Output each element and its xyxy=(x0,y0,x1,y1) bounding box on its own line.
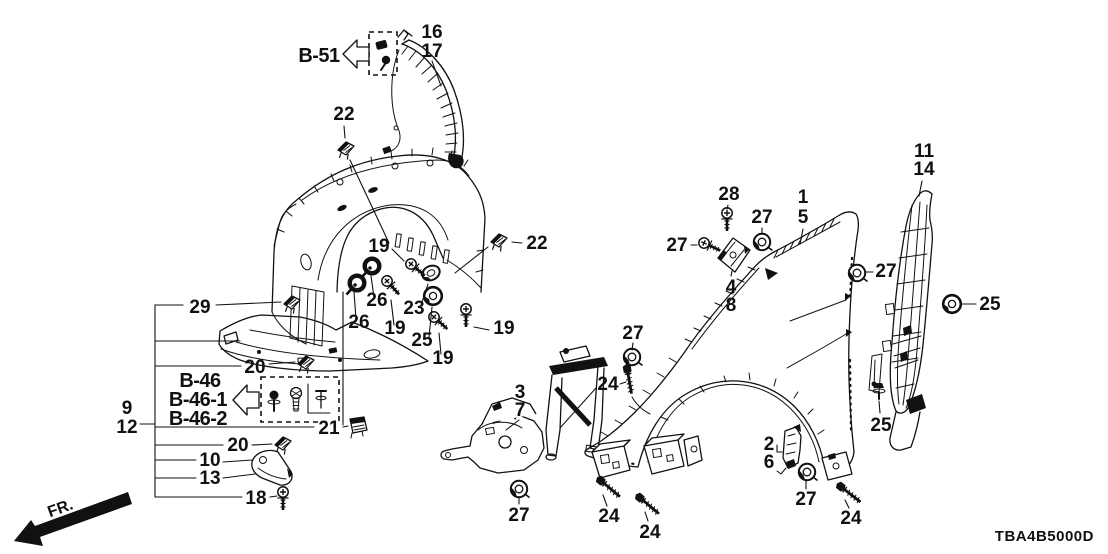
callout-20-lower: 20 xyxy=(227,435,248,456)
b51-clip-icons xyxy=(375,40,391,71)
grommet-23 xyxy=(421,264,441,282)
bolt-24c xyxy=(620,361,637,396)
callout-24c: 24 xyxy=(597,374,619,395)
callout-27-door-side: 27 xyxy=(875,261,896,282)
screw-27-washer xyxy=(695,234,724,257)
callout-25-lower: 25 xyxy=(870,415,892,436)
b51-arrow-icon xyxy=(342,39,370,69)
callout-6: 6 xyxy=(764,452,775,473)
callout-10: 10 xyxy=(199,450,220,471)
plug-25a xyxy=(422,285,444,307)
diagram-code: TBA4B5000D xyxy=(995,528,1094,545)
screw-18 xyxy=(276,485,290,512)
ref-label-b46-2: B-46-2 xyxy=(169,408,228,430)
nut-27-stay xyxy=(622,347,644,367)
clip-21 xyxy=(349,416,368,439)
callout-24d: 24 xyxy=(840,508,862,529)
callout-3: 3 xyxy=(515,382,526,403)
callout-9: 9 xyxy=(122,398,133,419)
callout-19c: 19 xyxy=(432,348,453,369)
callout-12: 12 xyxy=(116,417,137,438)
clip-29 xyxy=(283,295,301,315)
callout-27-washer: 27 xyxy=(666,235,687,256)
clip-22-top xyxy=(337,125,390,244)
front-direction-marker: FR. xyxy=(14,492,132,546)
callout-8: 8 xyxy=(726,295,737,316)
bracket-10-13 xyxy=(251,449,293,486)
callout-27-bottom-center: 27 xyxy=(508,505,529,526)
stay-mount-line xyxy=(631,396,651,415)
callout-24a: 24 xyxy=(598,506,620,527)
clip-22-side xyxy=(490,233,508,253)
callout-13: 13 xyxy=(199,468,220,489)
callout-26a: 26 xyxy=(366,290,387,311)
b51-ref-box xyxy=(342,31,398,76)
callout-17: 17 xyxy=(421,41,442,62)
bolt-24d xyxy=(832,478,865,507)
callout-14: 14 xyxy=(913,159,935,180)
ring-nut-26a xyxy=(362,259,380,278)
leader-lines-liner-cluster xyxy=(353,241,523,355)
callout-26b: 26 xyxy=(348,312,369,333)
fender-lower-brackets xyxy=(591,433,853,481)
ref-label-b46-1: B-46-1 xyxy=(169,389,228,411)
callout-23: 23 xyxy=(403,298,424,319)
front-inner-fender xyxy=(271,147,486,347)
callout-24b: 24 xyxy=(639,522,661,543)
liner-vent-slots xyxy=(394,233,450,264)
callout-18: 18 xyxy=(245,488,266,509)
callout-25-right: 25 xyxy=(979,294,1001,315)
leader-lines-fender xyxy=(431,60,874,522)
callout-25a: 25 xyxy=(411,330,433,351)
callout-27-hood-ledge: 27 xyxy=(751,207,772,228)
callout-29: 29 xyxy=(189,297,210,318)
leader-lines-left xyxy=(139,291,349,498)
callout-27-stay: 27 xyxy=(622,323,643,344)
seal-wire xyxy=(390,49,401,152)
callout-5: 5 xyxy=(798,207,809,228)
clip-25-lower xyxy=(872,383,886,400)
callout-7: 7 xyxy=(515,400,526,421)
cowl-side-garnish xyxy=(868,190,934,451)
grommet-27-lower-right xyxy=(797,462,819,482)
stay-tower xyxy=(545,345,608,461)
callout-27-lower-right: 27 xyxy=(795,489,816,510)
callout-20-upper: 20 xyxy=(244,357,265,378)
ref-label-b46: B-46 xyxy=(179,370,221,392)
callout-21: 21 xyxy=(318,418,340,439)
callout-4: 4 xyxy=(726,277,737,298)
screw-28 xyxy=(720,206,734,233)
grommet-27-hood-ledge xyxy=(752,232,774,252)
grommet-27-bottom-center xyxy=(509,479,531,499)
bracket-2-6 xyxy=(776,424,802,475)
bracket-3-7 xyxy=(440,397,545,474)
plug-25-right xyxy=(941,293,963,315)
callout-22-side: 22 xyxy=(526,233,547,254)
ref-label-b51: B-51 xyxy=(298,45,340,67)
bracket-4-8 xyxy=(717,237,751,273)
callout-19a: 19 xyxy=(368,236,389,257)
callout-11: 11 xyxy=(914,141,935,162)
screw-19d xyxy=(459,302,473,329)
callout-19b: 19 xyxy=(384,318,405,339)
leader-lines-right xyxy=(878,180,977,414)
callout-16: 16 xyxy=(421,22,442,43)
leader-lines-lower-right xyxy=(805,480,850,509)
callout-19d: 19 xyxy=(493,318,514,339)
front-arrow-icon xyxy=(14,492,132,546)
hood-seal-part xyxy=(382,29,465,169)
b46-ref-box xyxy=(232,376,340,423)
callout-2: 2 xyxy=(764,434,775,455)
callout-28: 28 xyxy=(718,184,739,205)
bolt-24b xyxy=(631,489,663,519)
callout-1: 1 xyxy=(798,187,809,208)
callout-22-top: 22 xyxy=(333,104,354,125)
bolt-24a xyxy=(592,472,624,502)
ring-nut-26b xyxy=(347,276,365,295)
grommet-27-door-side xyxy=(847,263,869,283)
b46-fastener-icons xyxy=(267,383,331,414)
b46-arrow-icon xyxy=(232,384,260,416)
